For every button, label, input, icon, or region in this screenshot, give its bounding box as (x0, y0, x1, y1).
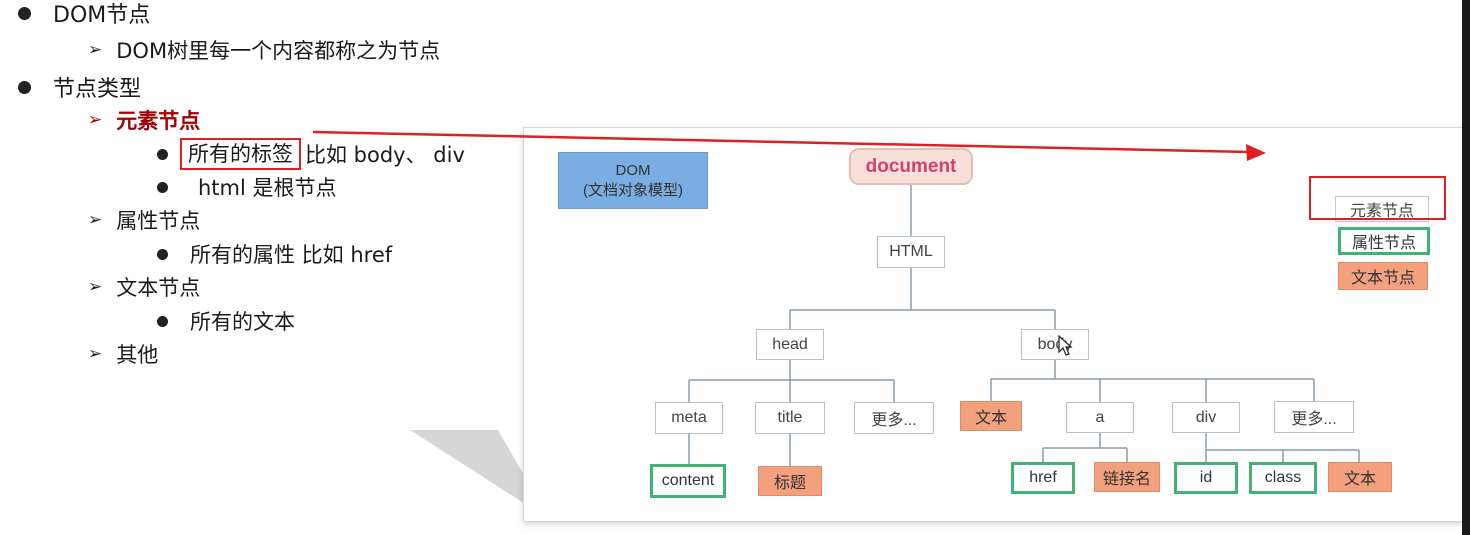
dom-label-box: DOM (文档对象模型) (558, 152, 708, 209)
tree-connectors (688, 184, 1360, 466)
document-node: document (849, 148, 973, 185)
title-node: title (755, 402, 825, 434)
outline-bullet-label: 比如 body、 div (305, 143, 465, 167)
div-node: div (1172, 402, 1240, 433)
scrollbar[interactable] (1462, 0, 1470, 535)
outline-bullet-label: 所有的属性 比如 href (190, 243, 393, 267)
highlighted-tags-label: 所有的标签 (180, 138, 301, 170)
dom-label-title: DOM (615, 161, 651, 179)
html-node: HTML (877, 236, 945, 268)
outline-subitem-other: ➢ 其他 (88, 340, 158, 368)
meta-node: meta (655, 402, 723, 434)
arrow-bullet-icon: ➢ (88, 210, 103, 230)
arrow-bullet-icon: ➢ (88, 40, 103, 60)
outline-bullet-all-tags: 所有的标签 比如 body、 div (157, 138, 465, 170)
outline-item-label: 节点类型 (53, 77, 142, 102)
bullet-icon (157, 181, 168, 193)
outline-subitem-dom-tree: ➢ DOM树里每一个内容都称之为节点 (88, 36, 440, 64)
outline-bullet-label: html 是根节点 (198, 176, 337, 200)
dom-label-subtitle: (文档对象模型) (583, 181, 683, 199)
outline-subitem-label: 元素节点 (116, 109, 201, 133)
legend-element-node: 元素节点 (1335, 196, 1429, 222)
outline-bullet-all-text: 所有的文本 (157, 307, 295, 335)
arrow-bullet-icon: ➢ (88, 277, 103, 297)
outline-subitem-label: 文本节点 (116, 276, 201, 300)
arrow-bullet-icon: ➢ (88, 344, 103, 364)
outline-subitem-label: 属性节点 (116, 209, 201, 233)
outline-subitem-label: DOM树里每一个内容都称之为节点 (116, 39, 441, 63)
body-node: body (1021, 329, 1089, 360)
text-node: 文本 (960, 401, 1022, 431)
outline-bullet-all-attributes: 所有的属性 比如 href (157, 240, 392, 268)
mouse-cursor-icon (1058, 335, 1073, 356)
bullet-icon (18, 6, 31, 20)
legend-text-node: 文本节点 (1338, 262, 1428, 290)
link-name-text-node: 链接名 (1094, 462, 1160, 492)
outline-item-label: DOM节点 (53, 3, 151, 28)
outline-bullet-html-root: html 是根节点 (157, 173, 337, 201)
outline-subitem-label: 其他 (116, 343, 159, 367)
head-node: head (756, 329, 824, 360)
legend-attribute-node: 属性节点 (1338, 227, 1430, 255)
bullet-icon (18, 80, 31, 94)
more-head-node: 更多... (854, 402, 934, 434)
more-body-node: 更多... (1274, 401, 1354, 433)
outline-subitem-attribute-node: ➢ 属性节点 (88, 206, 200, 234)
dom-tree-diagram: DOM (文档对象模型) document HTML head body met… (523, 127, 1463, 522)
id-attribute-node: id (1174, 462, 1238, 494)
a-node: a (1066, 402, 1134, 433)
class-attribute-node: class (1249, 462, 1317, 494)
arrow-bullet-icon: ➢ (88, 110, 103, 130)
outline-subitem-element-node: ➢ 元素节点 (88, 106, 200, 134)
outline-bullet-label: 所有的文本 (190, 310, 295, 334)
bullet-icon (157, 315, 168, 327)
content-attribute-node: content (650, 464, 726, 498)
outline-subitem-text-node: ➢ 文本节点 (88, 273, 200, 301)
outline-item-node-types: 节点类型 (18, 72, 141, 102)
text2-node: 文本 (1328, 462, 1392, 492)
bullet-icon (157, 148, 168, 160)
legend-highlight-box (1309, 176, 1446, 220)
outline-item-dom-node: DOM节点 (18, 0, 151, 28)
heading-text-node: 标题 (758, 466, 822, 496)
href-attribute-node: href (1011, 462, 1075, 494)
bullet-icon (157, 248, 168, 260)
